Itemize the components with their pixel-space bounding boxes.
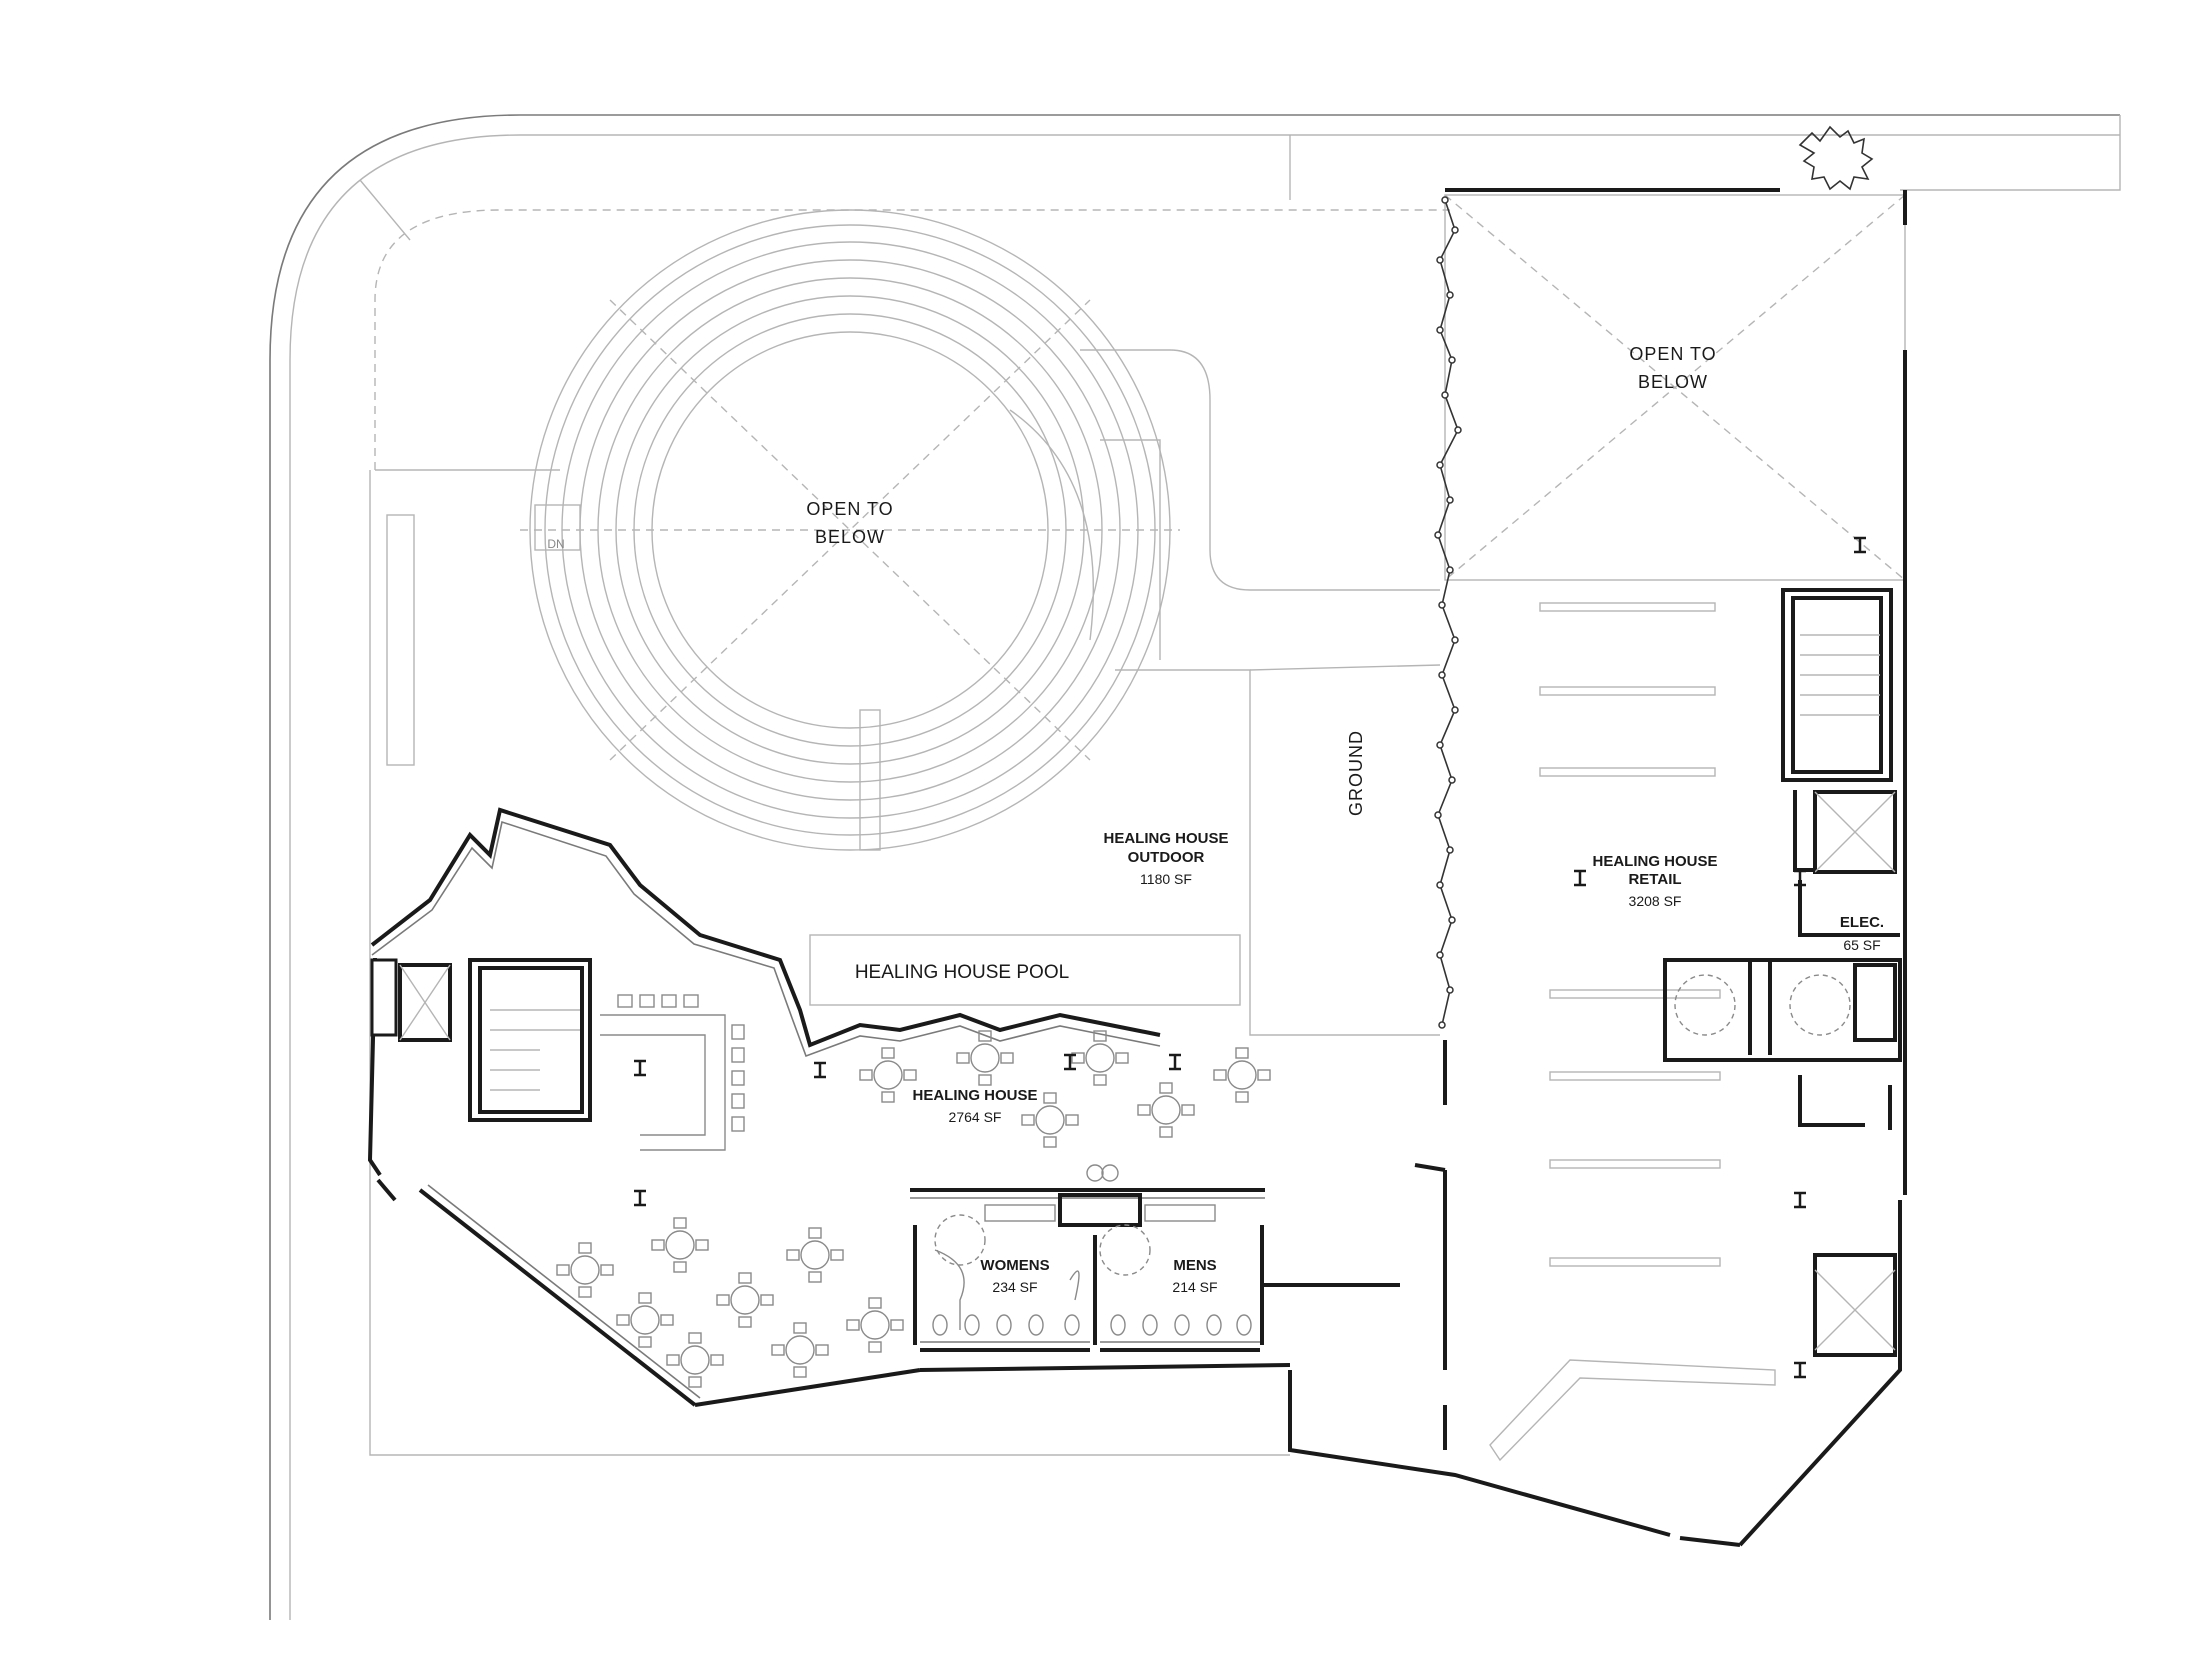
fence-post <box>1451 636 1459 644</box>
fence-post <box>1436 951 1444 959</box>
bar-counter <box>600 994 745 1151</box>
column-marker <box>634 1189 646 1207</box>
retail-title-2: RETAIL <box>1628 871 1681 888</box>
fence-post <box>1451 226 1459 234</box>
fence-post <box>1446 986 1454 994</box>
amphitheater <box>520 209 1180 851</box>
tree-icon <box>1798 125 1874 191</box>
fence-post <box>1436 741 1444 749</box>
open-below-right-label-2: BELOW <box>1638 372 1708 392</box>
elec-title: ELEC. <box>1840 914 1884 931</box>
outdoor-title: HEALING HOUSE <box>1103 830 1228 847</box>
table <box>956 1030 1014 1086</box>
podium-edge <box>369 470 1290 1456</box>
labels: OPEN TO BELOW OPEN TO BELOW DN GROUND HE… <box>547 344 1884 1295</box>
table <box>616 1292 674 1348</box>
column-marker <box>1064 1053 1076 1071</box>
fence-post <box>1446 496 1454 504</box>
fence-post <box>1438 601 1446 609</box>
table <box>1213 1047 1271 1103</box>
stair-down-label: DN <box>547 537 564 551</box>
womens-area: 234 SF <box>992 1279 1037 1295</box>
table <box>556 1242 614 1298</box>
fence-post <box>1451 706 1459 714</box>
outdoor-title-2: OUTDOOR <box>1128 849 1205 866</box>
table <box>1021 1092 1079 1148</box>
fence-post <box>1446 566 1454 574</box>
retail-area: 3208 SF <box>1629 893 1682 909</box>
street-edge <box>269 114 2121 1620</box>
column-marker <box>1794 869 1806 887</box>
open-below-left-label: OPEN TO <box>806 499 893 519</box>
open-below-right-label: OPEN TO <box>1629 344 1716 364</box>
mens-title: MENS <box>1173 1257 1216 1274</box>
column-marker <box>814 1061 826 1079</box>
fence-post <box>1438 671 1446 679</box>
stair-core-west <box>370 958 592 1122</box>
exterior-walls <box>367 188 1907 1547</box>
mens-area: 214 SF <box>1172 1279 1217 1295</box>
fence-post <box>1441 391 1449 399</box>
site-boundary <box>374 209 1450 470</box>
pool-label: HEALING HOUSE POOL <box>855 962 1069 983</box>
column-marker <box>634 1059 646 1077</box>
column-marker <box>1794 1191 1806 1209</box>
table <box>846 1297 904 1353</box>
table <box>859 1047 917 1103</box>
womens-title: WOMENS <box>980 1257 1049 1274</box>
structural-columns <box>634 536 1866 1379</box>
table <box>666 1332 724 1388</box>
fence-post <box>1436 881 1444 889</box>
outdoor-area: 1180 SF <box>1140 871 1192 887</box>
pool <box>809 934 1241 1006</box>
open-below-left-label-2: BELOW <box>815 527 885 547</box>
glass-screen-wall <box>1434 196 1462 1029</box>
fence-post <box>1436 326 1444 334</box>
table <box>1137 1082 1195 1138</box>
table <box>651 1217 709 1273</box>
healing-house-area: 2764 SF <box>949 1109 1002 1125</box>
fence-post <box>1436 461 1444 469</box>
fence-post <box>1438 1021 1446 1029</box>
fence-post <box>1441 196 1449 204</box>
outdoor-terrace-edge <box>1115 669 1440 1036</box>
restrooms <box>910 1164 1400 1352</box>
fence-post <box>1448 776 1456 784</box>
column-marker <box>1794 1361 1806 1379</box>
ground-label: GROUND <box>1346 730 1366 816</box>
dining-tables <box>556 1030 1271 1388</box>
fence-post <box>1448 916 1456 924</box>
angular-wall <box>370 807 1161 1058</box>
planter-bench <box>386 514 415 766</box>
table <box>716 1272 774 1328</box>
fence-post <box>1448 356 1456 364</box>
retail-shelving <box>1489 602 1776 1462</box>
elec-area: 65 SF <box>1843 937 1880 953</box>
healing-house-title: HEALING HOUSE <box>912 1087 1037 1104</box>
column-marker <box>1854 536 1866 554</box>
fence-post <box>1434 531 1442 539</box>
table <box>786 1227 844 1283</box>
fence-post <box>1446 291 1454 299</box>
fence-post <box>1446 846 1454 854</box>
retail-title: HEALING HOUSE <box>1592 853 1717 870</box>
table <box>1071 1030 1129 1086</box>
column-marker <box>1169 1053 1181 1071</box>
terrace-outline <box>1080 349 1440 591</box>
column-marker <box>1574 869 1586 887</box>
fence-post <box>1454 426 1462 434</box>
table <box>771 1322 829 1378</box>
fence-post <box>1434 811 1442 819</box>
fence-post <box>1436 256 1444 264</box>
stair-core-east <box>1663 588 1902 1357</box>
